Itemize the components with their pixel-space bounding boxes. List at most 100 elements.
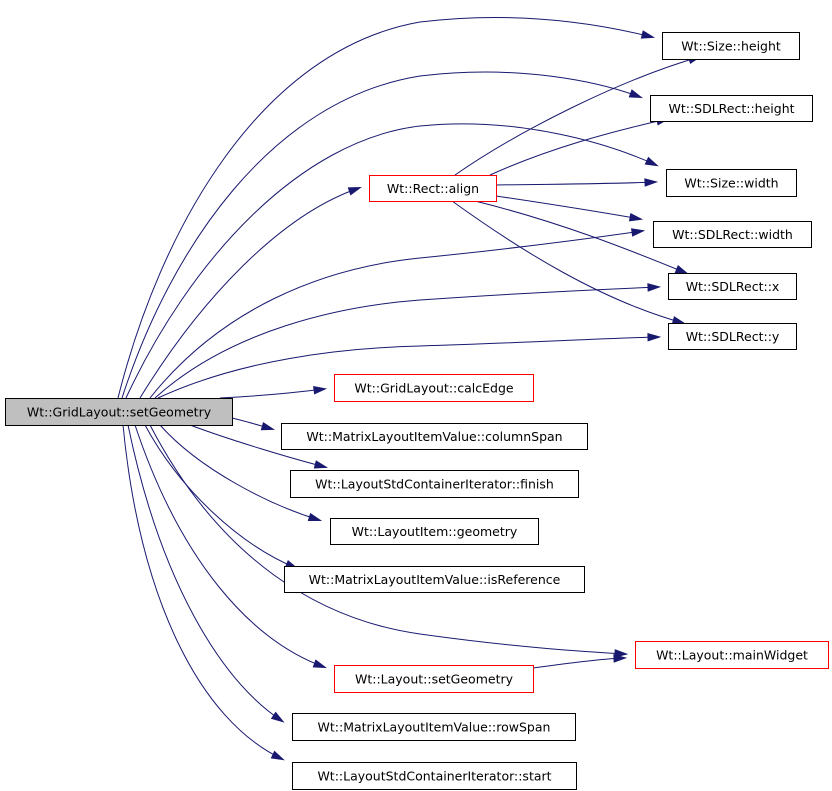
node-sdl-x[interactable]: Wt::SDLRect::x: [668, 273, 797, 300]
edge-rect-align-to-size-width: [495, 178, 659, 187]
edge-root-to-start: [122, 424, 285, 761]
node-sdl-height[interactable]: Wt::SDLRect::height: [650, 95, 813, 122]
node-label: Wt::Rect::align: [387, 181, 479, 196]
node-box: [668, 273, 797, 300]
edge-layout-set-geometry-to-main-widget: [532, 654, 628, 669]
node-layout-set-geometry[interactable]: Wt::Layout::setGeometry: [334, 665, 534, 693]
node-box: [662, 32, 800, 60]
arrowhead: [312, 659, 327, 669]
node-box: [292, 713, 576, 741]
arrowhead: [644, 178, 659, 187]
edge-line: [125, 123, 657, 399]
node-size-width[interactable]: Wt::Size::width: [666, 169, 797, 197]
arrowhead: [347, 186, 363, 196]
edge-line: [122, 424, 283, 760]
node-box: [334, 374, 534, 402]
node-box: [292, 762, 577, 790]
node-label: Wt::Layout::setGeometry: [355, 672, 514, 687]
edge-root-to-row-span: [127, 424, 285, 723]
edge-rect-align-to-sdl-width: [495, 195, 644, 222]
edge-root-to-size-width: [125, 123, 659, 399]
arrowhead: [270, 711, 285, 723]
nodes-layer: Wt::GridLayout::setGeometry Wt::Size::hei…: [5, 32, 829, 790]
node-box: [668, 323, 797, 350]
arrowhead: [644, 156, 659, 167]
arrowhead: [674, 265, 689, 275]
edge-line: [149, 230, 643, 399]
edge-line: [474, 200, 687, 274]
arrowhead: [640, 30, 656, 39]
node-label: Wt::Size::height: [681, 39, 781, 54]
node-column-span[interactable]: Wt::MatrixLayoutItemValue::columnSpan: [281, 423, 588, 450]
edge-line: [451, 200, 684, 324]
edge-root-to-calc-edge: [219, 386, 328, 399]
node-is-reference[interactable]: Wt::MatrixLayoutItemValue::isReference: [284, 566, 585, 593]
edge-root-to-sdl-width: [149, 228, 646, 399]
node-label: Wt::Size::width: [684, 176, 778, 191]
edge-line: [149, 424, 626, 655]
edge-rect-align-to-sdl-height: [489, 117, 671, 176]
edge-root-to-sdl-height: [121, 71, 643, 399]
arrowhead: [313, 460, 329, 469]
node-start[interactable]: Wt::LayoutStdContainerIterator::start: [292, 762, 577, 790]
node-box: [5, 398, 233, 426]
node-main-widget[interactable]: Wt::Layout::mainWidget: [635, 641, 829, 669]
edge-rect-align-to-sdl-x: [474, 200, 689, 275]
edge-root-to-geometry: [159, 424, 323, 522]
node-label: Wt::LayoutItem::geometry: [352, 524, 518, 539]
node-box: [650, 95, 813, 122]
edge-root-to-sdl-y: [157, 332, 662, 399]
arrowhead: [631, 228, 646, 237]
edge-root-to-column-span: [231, 417, 276, 431]
node-rect-align[interactable]: Wt::Rect::align: [369, 175, 497, 202]
node-sdl-y[interactable]: Wt::SDLRect::y: [668, 323, 797, 350]
arrowhead: [270, 750, 285, 761]
arrowhead: [260, 421, 276, 431]
arrowhead: [671, 316, 687, 325]
node-label: Wt::SDLRect::height: [668, 101, 794, 116]
node-label: Wt::SDLRect::x: [686, 279, 780, 294]
edge-root-to-layout-set-geometry: [134, 424, 327, 669]
edge-line: [134, 424, 325, 668]
node-finish[interactable]: Wt::LayoutStdContainerIterator::finish: [290, 470, 579, 498]
node-box: [666, 169, 797, 197]
arrowhead: [628, 89, 643, 99]
edge-line: [189, 424, 326, 468]
arrowhead: [313, 386, 328, 395]
edge-root-to-rect-align: [139, 186, 363, 399]
edge-line: [159, 424, 320, 521]
node-box: [635, 641, 829, 669]
edge-root-to-finish: [189, 424, 329, 469]
edge-line: [454, 56, 700, 176]
node-size-height[interactable]: Wt::Size::height: [662, 32, 800, 60]
arrowhead: [628, 212, 644, 222]
node-sdl-width[interactable]: Wt::SDLRect::width: [653, 221, 812, 248]
edge-line: [144, 424, 297, 569]
node-box: [281, 423, 588, 450]
arrowhead: [647, 283, 662, 292]
node-label: Wt::LayoutStdContainerIterator::start: [317, 769, 551, 784]
edge-root-to-size-height: [117, 16, 656, 399]
node-label: Wt::Layout::mainWidget: [656, 648, 808, 663]
edge-rect-align-to-sdl-y: [451, 200, 687, 325]
edge-line: [139, 187, 360, 399]
node-geometry[interactable]: Wt::LayoutItem::geometry: [330, 518, 539, 545]
edge-line: [489, 118, 668, 176]
node-label: Wt::MatrixLayoutItemValue::rowSpan: [318, 720, 551, 735]
arrowhead: [614, 649, 629, 658]
node-box: [369, 175, 497, 202]
edge-line: [127, 424, 283, 722]
node-label: Wt::GridLayout::setGeometry: [27, 405, 212, 420]
node-label: Wt::GridLayout::calcEdge: [354, 381, 513, 396]
edge-line: [495, 181, 656, 186]
edge-line: [219, 388, 325, 399]
edge-root-to-is-reference: [144, 424, 299, 570]
node-calc-edge[interactable]: Wt::GridLayout::calcEdge: [334, 374, 534, 402]
node-root[interactable]: Wt::GridLayout::setGeometry: [5, 398, 233, 426]
node-label: Wt::SDLRect::y: [686, 329, 780, 344]
node-box: [284, 566, 585, 593]
node-row-span[interactable]: Wt::MatrixLayoutItemValue::rowSpan: [292, 713, 576, 741]
edge-root-to-main-widget: [149, 424, 629, 658]
node-label: Wt::MatrixLayoutItemValue::isReference: [309, 572, 561, 587]
